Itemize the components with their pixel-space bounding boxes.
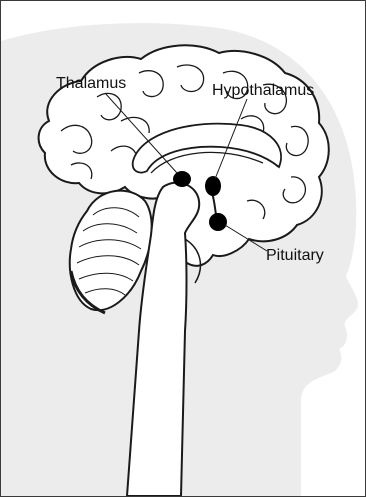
thalamus-mark — [173, 171, 191, 187]
pituitary-mark — [209, 213, 227, 231]
hypothalamus-mark — [205, 176, 221, 196]
hypothalamus-label: Hypothalamus — [212, 83, 314, 99]
thalamus-label: Thalamus — [56, 76, 126, 92]
pituitary-label: Pituitary — [266, 248, 324, 264]
